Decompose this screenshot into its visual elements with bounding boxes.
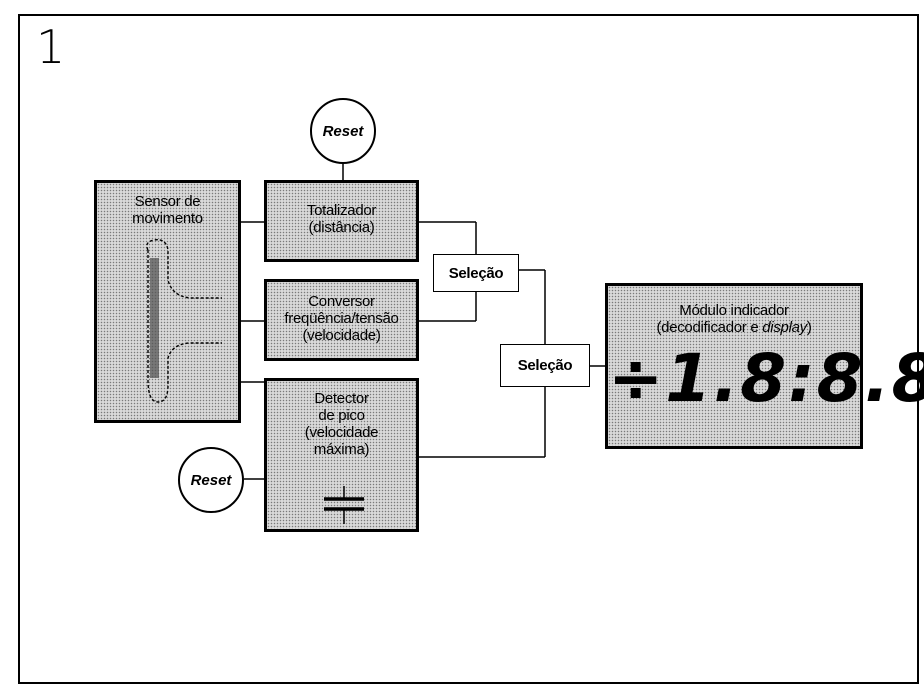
display-module-label: Módulo indicador (decodificador e displa… [608, 302, 860, 336]
converter-line3: (velocidade) [302, 327, 381, 344]
reed-sensor-icon [146, 239, 222, 403]
converter-line1: Conversor [308, 293, 375, 310]
selector-2-box: Seleção [500, 344, 590, 387]
converter-line2: freqüência/tensão [284, 310, 399, 327]
peak-detector-label: Detector de pico (velocidade máxima) [267, 390, 416, 458]
totalizer-block: Totalizador (distância) [264, 180, 419, 262]
display-module-block: Módulo indicador (decodificador e displa… [605, 283, 924, 449]
seven-segment-readout: ÷1.8:8.8 [608, 340, 924, 417]
motion-sensor-label: Sensor de movimento [97, 193, 238, 227]
peak-detector-line3: (velocidade [304, 424, 379, 441]
reset-bottom-label: Reset [190, 471, 232, 489]
motion-sensor-line2: movimento [132, 210, 203, 227]
motion-sensor-block: Sensor de movimento [94, 180, 241, 423]
peak-detector-line2: de pico [318, 407, 365, 424]
converter-block: Conversor freqüência/tensão (velocidade) [264, 279, 419, 361]
motion-sensor-line1: Sensor de [134, 193, 201, 210]
totalizer-line2: (distância) [308, 219, 375, 236]
reset-top-circle: Reset [310, 98, 376, 164]
totalizer-label: Totalizador (distância) [267, 202, 416, 236]
converter-label: Conversor freqüência/tensão (velocidade) [267, 293, 416, 344]
display-module-line1: Módulo indicador [679, 302, 789, 319]
capacitor-icon [324, 486, 364, 524]
selector-2-label: Seleção [517, 357, 573, 374]
reset-top-label: Reset [322, 122, 364, 140]
peak-detector-block: Detector de pico (velocidade máxima) [264, 378, 419, 532]
peak-detector-line1: Detector [314, 390, 369, 407]
selector-1-box: Seleção [433, 254, 519, 292]
peak-detector-line4: máxima) [313, 441, 370, 458]
totalizer-line1: Totalizador [306, 202, 377, 219]
display-module-line2: (decodificador e display) [656, 319, 812, 336]
selector-1-label: Seleção [448, 264, 504, 282]
reset-bottom-circle: Reset [178, 447, 244, 513]
figure-number: 1 [36, 20, 66, 74]
